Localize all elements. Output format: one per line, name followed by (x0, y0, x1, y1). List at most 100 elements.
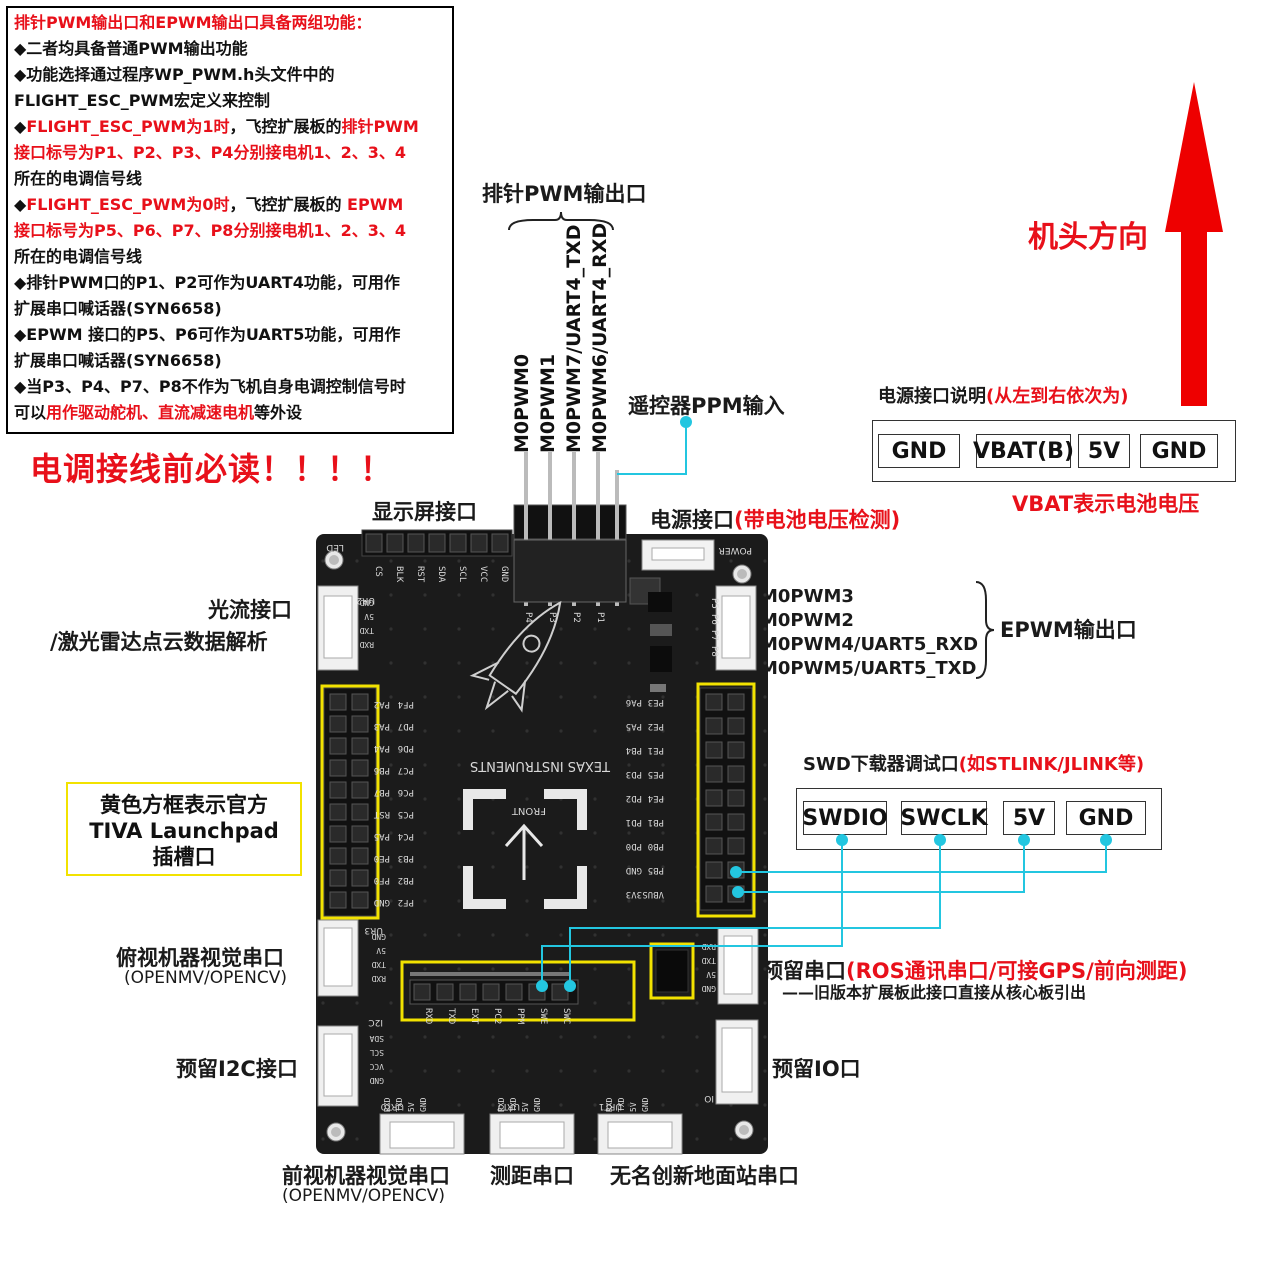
display-header-pin (408, 534, 424, 552)
ur1b-silk-label: GND (641, 1097, 650, 1112)
epwm-silk-label: P6 (709, 614, 719, 625)
right-silk-label: PE1 (648, 745, 664, 755)
bottom-silk-label: SWE (538, 1008, 548, 1024)
left-header-pin (352, 738, 368, 754)
right-header-pin (728, 766, 744, 782)
pwm-silk-label: P2 (571, 612, 581, 623)
pwm-silk-label: P3 (547, 612, 557, 623)
left-header-pin (330, 738, 346, 754)
pwm-silk-label: P1 (595, 612, 605, 623)
top-silk-label: BLK (394, 566, 404, 583)
ur2-silk-label: TXD (359, 626, 374, 635)
left-header-pin (330, 848, 346, 864)
left-silk-label: PA4 (374, 743, 390, 753)
right-header-pin (728, 838, 744, 854)
right-silk-label: PE4 (648, 793, 664, 803)
right-silk-label: PD2 (626, 793, 642, 803)
ur0-silk-label: TXD (395, 1097, 404, 1112)
display-header-pin (492, 534, 508, 552)
left-silk-label: PD7 (398, 721, 414, 731)
left-header-pin (352, 694, 368, 710)
left-header-pin (330, 694, 346, 710)
ti-brand-text: TEXAS INSTRUMENTS (470, 758, 611, 773)
ur0-silk-label: RXD (383, 1097, 392, 1112)
ur1-silk-label: GND (701, 984, 716, 993)
ur1-silk-label: TXD (701, 956, 716, 965)
ur1b-silk-label: 5V (629, 1102, 638, 1112)
ur3-silk-label: RXD (371, 974, 386, 983)
i2c-silk-label: SCL (369, 1048, 384, 1057)
ur7-silk-label: RXD (497, 1097, 506, 1112)
ur7-silk-label: TXD (509, 1097, 518, 1112)
right-header-pin (706, 742, 722, 758)
left-silk-label: PA2 (374, 699, 390, 709)
right-header-pin (728, 742, 744, 758)
left-silk-label: RST (373, 809, 390, 819)
display-header-pin (366, 534, 382, 552)
top-silk-label: GND (499, 566, 509, 582)
front-silk-text: FRONT (511, 805, 546, 816)
right-silk-label: PB0 (648, 841, 664, 851)
bottom-silk-label: SWC (561, 1008, 571, 1024)
bottom-silk-label: TXD (446, 1008, 456, 1024)
right-silk-label: PD1 (626, 817, 642, 827)
left-header-pin (330, 716, 346, 732)
right-header-pin (728, 790, 744, 806)
left-silk-label: PB2 (398, 875, 414, 885)
pwm-silk-label: P4 (523, 612, 533, 623)
left-silk-label: PB6 (374, 765, 390, 775)
right-silk-label: PE2 (648, 721, 664, 731)
svg-text:IO: IO (704, 1093, 714, 1103)
bottom-silk-label: EXT (469, 1008, 479, 1025)
right-silk-label: PE5 (648, 769, 664, 779)
left-header-pin (352, 848, 368, 864)
epwm-silk-label: P8 (709, 646, 719, 657)
top-silk-label: SCL (457, 566, 467, 582)
right-silk-label: PD0 (626, 841, 642, 851)
bottom-header-pin (483, 984, 499, 1000)
i2c-silk-label: GND (369, 1076, 384, 1085)
left-header-pin (330, 826, 346, 842)
left-silk-label: PE0 (374, 853, 390, 863)
left-header-pin (330, 782, 346, 798)
bottom-header-pin (460, 984, 476, 1000)
epwm-silk-label: P5 (709, 598, 719, 609)
display-header-pin (471, 534, 487, 552)
left-silk-label: PF0 (374, 875, 390, 885)
display-header-pin (387, 534, 403, 552)
ur2-silk-label: 5V (364, 612, 374, 621)
left-header-pin (352, 716, 368, 732)
right-header-pin (706, 694, 722, 710)
left-silk-label: PC4 (398, 831, 414, 841)
bottom-silk-label: RXD (423, 1008, 433, 1024)
display-header-pin (429, 534, 445, 552)
display-header-pin (450, 534, 466, 552)
i2c-silk-label: SDA (369, 1034, 384, 1043)
svg-text:I2C: I2C (368, 1017, 383, 1027)
left-header-pin (330, 892, 346, 908)
right-header-pin (728, 694, 744, 710)
right-silk-label: PB1 (648, 817, 664, 827)
left-silk-label: PC5 (398, 809, 414, 819)
left-silk-label: PF4 (398, 699, 414, 709)
left-header-pin (352, 782, 368, 798)
right-header-pin (706, 814, 722, 830)
left-header-pin (352, 760, 368, 776)
right-header-pin (706, 862, 722, 878)
epwm-silk-label: P7 (709, 630, 719, 641)
left-silk-label: PD6 (398, 743, 414, 753)
right-silk-label: PA6 (626, 697, 642, 707)
right-silk-label: PD3 (626, 769, 642, 779)
left-header-pin (352, 826, 368, 842)
right-header-pin (728, 814, 744, 830)
right-header-pin (706, 766, 722, 782)
right-silk-label: PB4 (626, 745, 642, 755)
top-silk-label: RST (415, 566, 425, 583)
ur7-silk-label: 5V (521, 1102, 530, 1112)
ur2-silk-label: RXD (359, 640, 374, 649)
ur3-silk-label: 5V (376, 946, 386, 955)
ur3-silk-label: GND (371, 932, 386, 941)
ur1-silk-label: 5V (706, 970, 716, 979)
top-silk-label: SDA (436, 566, 446, 583)
